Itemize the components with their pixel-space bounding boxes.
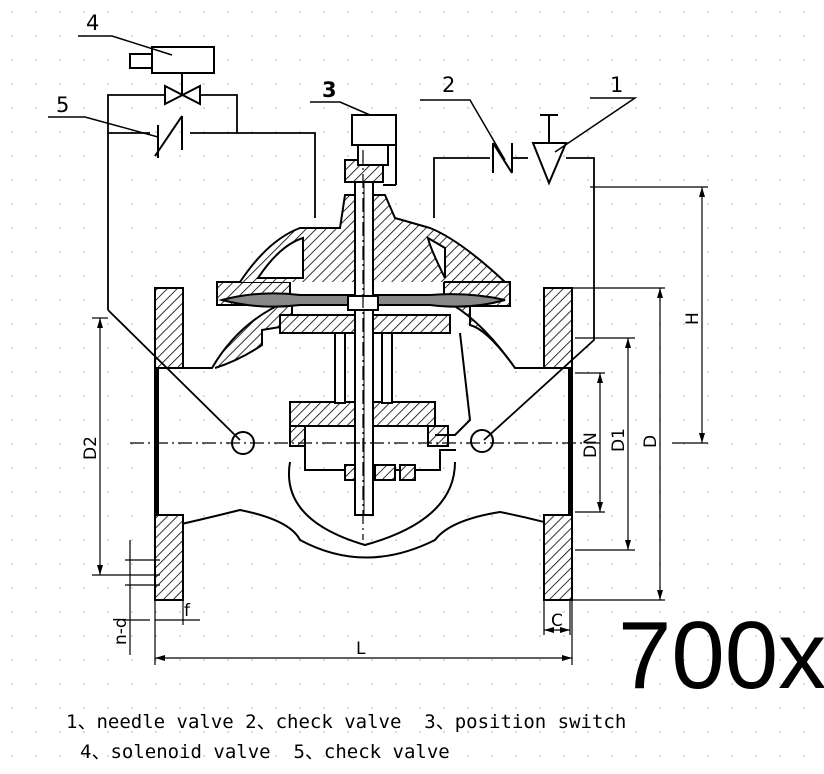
dim-label-l: L	[356, 639, 366, 659]
dim-label-dn: DN	[581, 432, 601, 458]
callout-leaders	[48, 35, 638, 161]
dim-label-h: H	[683, 312, 703, 325]
callout-1: 1	[610, 73, 623, 97]
valve-body	[154, 159, 573, 601]
dim-label-nd: n-d	[111, 617, 131, 645]
check-valve-2	[492, 142, 513, 174]
right-port	[470, 429, 494, 453]
needle-valve	[531, 114, 568, 186]
control-piping	[107, 94, 595, 441]
callout-5: 5	[56, 93, 69, 117]
dim-label-c: C	[551, 611, 563, 631]
model-label: 700x	[618, 602, 824, 709]
dimension-arrows	[97, 187, 705, 661]
dim-label-f: f	[184, 601, 191, 621]
dimension-lines	[92, 150, 708, 665]
check-valve-5	[154, 115, 183, 158]
position-switch	[351, 114, 397, 186]
callout-4: 4	[86, 11, 99, 35]
callout-3: 3	[322, 78, 337, 102]
callout-2: 2	[442, 73, 455, 97]
dim-label-d2: D2	[81, 436, 101, 460]
dim-label-d: D	[641, 435, 661, 448]
legend-line-2: 4、solenoid valve 5、check valve	[80, 741, 450, 763]
legend-line-1: 1、needle valve 2、check valve 3、position …	[66, 711, 627, 733]
dim-label-d1: D1	[609, 428, 629, 452]
